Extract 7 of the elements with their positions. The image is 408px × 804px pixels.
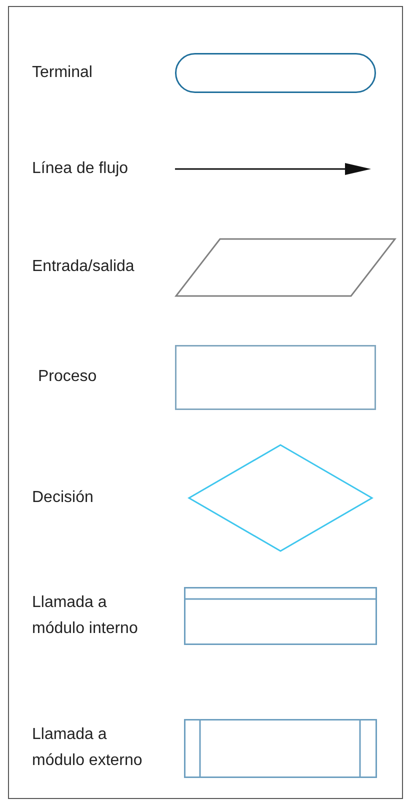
legend-label: Línea de flujo [32, 159, 130, 179]
legend-label: Llamada a módulo externo [32, 725, 144, 771]
legend-label: Llamada a módulo interno [32, 593, 139, 639]
legend-label: Terminal [32, 63, 94, 83]
legend-label: Proceso [38, 367, 98, 387]
legend-label: Entrada/salida [32, 257, 136, 277]
legend-label: Decisión [32, 488, 94, 508]
